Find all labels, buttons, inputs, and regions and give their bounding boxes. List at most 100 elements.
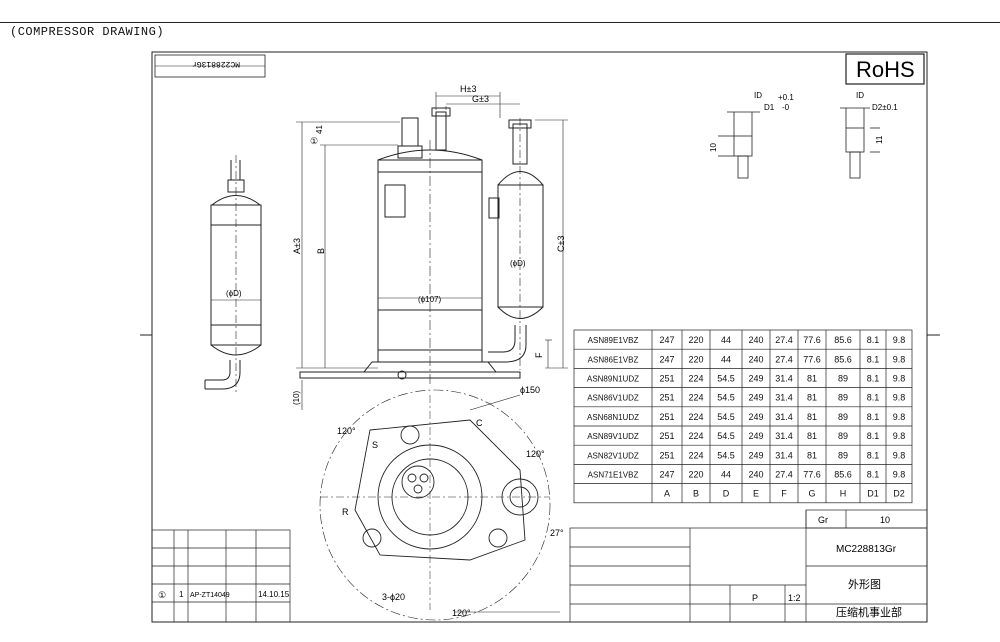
table-cell: 31.4 (775, 393, 793, 403)
pipe-right-h: 11 (875, 135, 884, 144)
table-cell: 251 (659, 412, 674, 422)
title-scale: 1:2 (788, 593, 801, 603)
table-cell: ASN82V1UDZ (587, 451, 639, 460)
table-cell: 8.1 (867, 412, 880, 422)
table-cell: 44 (721, 470, 731, 480)
table-cell: 220 (688, 354, 703, 364)
table-cell: 77.6 (803, 470, 821, 480)
table-cell: 44 (721, 354, 731, 364)
dim-h: H±3 (460, 84, 476, 94)
table-cell: 31.4 (775, 450, 793, 460)
table-cell: 8.1 (867, 335, 880, 345)
label-s: S (372, 440, 378, 450)
title-gr: Gr (818, 515, 828, 525)
top-view (319, 389, 560, 621)
rev-date: 14.10.15 (258, 590, 290, 599)
table-cell: 8.1 (867, 374, 880, 384)
angle-1: 120° (337, 426, 356, 436)
table-cell: 9.8 (893, 393, 906, 403)
angle-2: 120° (526, 449, 545, 459)
table-cell: 85.6 (834, 335, 852, 345)
dim-holes: 3-ϕ20 (382, 592, 405, 602)
table-cell: ASN71E1VBZ (588, 471, 639, 480)
table-cell: ASN89E1VBZ (588, 336, 639, 345)
table-cell: 9.8 (893, 412, 906, 422)
table-cell: 249 (748, 431, 763, 441)
table-cell: 44 (721, 335, 731, 345)
table-cell: ASN86E1VBZ (588, 355, 639, 364)
table-header-cell: H (840, 489, 847, 499)
table-cell: 81 (807, 450, 817, 460)
table-cell: 31.4 (775, 412, 793, 422)
table-cell: 9.8 (893, 470, 906, 480)
table-cell: 8.1 (867, 354, 880, 364)
table-cell: 81 (807, 393, 817, 403)
table-header-cell: D (723, 489, 730, 499)
title-dept: 压缩机事业部 (836, 605, 902, 619)
label-r: R (342, 507, 349, 517)
table-cell: 224 (688, 431, 703, 441)
dim-a: A±3 (292, 238, 302, 254)
rev-no: 1 (179, 590, 184, 599)
title-block (569, 509, 928, 623)
table-header-cell: G (808, 489, 815, 499)
table-cell: 54.5 (717, 374, 735, 384)
table-cell: 27.4 (775, 470, 793, 480)
spec-table-frame (573, 329, 913, 504)
table-cell: 77.6 (803, 354, 821, 364)
table-cell: 247 (659, 470, 674, 480)
table-cell: 27.4 (775, 354, 793, 364)
rohs-label: RoHS (856, 57, 915, 82)
angle-4: 27° (550, 528, 564, 538)
table-cell: 240 (748, 354, 763, 364)
pipe-left-h: 10 (709, 143, 718, 152)
table-cell: 31.4 (775, 374, 793, 384)
table-cell: 224 (688, 393, 703, 403)
table-cell: 9.8 (893, 431, 906, 441)
table-cell: 224 (688, 374, 703, 384)
table-cell: 240 (748, 470, 763, 480)
table-cell: ASN89N1UDZ (587, 375, 639, 384)
table-cell: 8.1 (867, 431, 880, 441)
accumulator-right (488, 118, 544, 370)
table-cell: 8.1 (867, 470, 880, 480)
dim-41: 41 (315, 125, 324, 134)
dim-base: ϕ150 (520, 385, 540, 395)
dim-b: B (316, 248, 326, 254)
dim-body: (ϕ107) (418, 295, 441, 304)
pipe-detail-left (718, 111, 760, 179)
table-cell: ASN68N1UDZ (587, 413, 639, 422)
drawing-frame (151, 51, 928, 623)
table-cell: 89 (838, 374, 848, 384)
table-cell: 251 (659, 431, 674, 441)
label-c: C (476, 418, 483, 428)
table-header-cell: A (664, 489, 670, 499)
table-cell: 9.8 (893, 450, 906, 460)
table-cell: 9.8 (893, 374, 906, 384)
pipe-right-id: ID (856, 91, 864, 100)
circle-marker: ① (310, 136, 318, 146)
dim-od-left: (ϕD) (226, 289, 242, 298)
dim-g: G±3 (472, 94, 489, 104)
table-cell: 54.5 (717, 450, 735, 460)
title-part-no: MC228813Gr (836, 544, 897, 555)
table-cell: ASN86V1UDZ (587, 394, 639, 403)
table-cell: 249 (748, 393, 763, 403)
table-cell: 89 (838, 450, 848, 460)
compressor-body (299, 107, 521, 385)
pipe-detail-right (840, 107, 880, 179)
dim-f: F (534, 352, 544, 358)
table-cell: 89 (838, 431, 848, 441)
table-cell: 81 (807, 374, 817, 384)
title-p: P (752, 593, 758, 603)
table-header-cell: D2 (893, 489, 905, 499)
rohs-box (845, 53, 925, 85)
table-cell: 77.6 (803, 335, 821, 345)
table-cell: 249 (748, 450, 763, 460)
pipe-left-id: ID (754, 91, 762, 100)
rev-code: AP-ZT14049 (190, 592, 230, 599)
table-header-cell: B (693, 489, 699, 499)
table-cell: 54.5 (717, 431, 735, 441)
